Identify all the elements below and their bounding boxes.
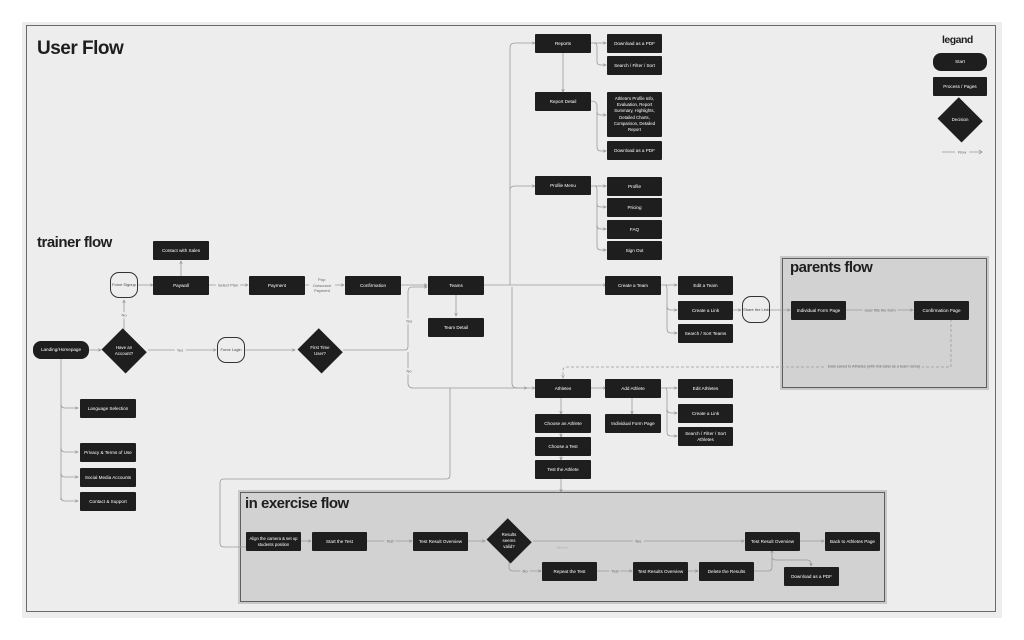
legend-title: legand: [942, 34, 973, 46]
node-results-valid[interactable]: Results seems valid?: [485, 517, 533, 564]
node-add-athlete[interactable]: Add Athlete: [605, 379, 661, 398]
node-paywall[interactable]: Paywall: [153, 276, 209, 295]
label-test-2: Test: [609, 568, 621, 574]
node-create-team[interactable]: Create a Team: [605, 276, 661, 295]
node-align-camera[interactable]: Align the camera & set up students posit…: [246, 532, 301, 551]
node-profile-menu[interactable]: Profile Menu: [535, 176, 591, 195]
node-contact-sales[interactable]: Contact with Sales: [153, 241, 209, 260]
node-language[interactable]: Language Selection: [80, 399, 136, 418]
label-add-text: Add text: [556, 545, 568, 550]
label-valid-no: No: [520, 568, 530, 574]
node-first-time[interactable]: First Time User?: [296, 327, 344, 374]
label-test-1: Test: [384, 538, 396, 544]
node-edit-athletes[interactable]: Edit Athletes: [678, 379, 733, 398]
node-have-account[interactable]: Have an Account?: [100, 327, 148, 374]
node-contact-support[interactable]: Contact & Support: [80, 492, 136, 511]
main-title: User Flow: [37, 38, 124, 59]
node-report-detail-info[interactable]: Athlete's Profile Info, Evaluation, Repo…: [607, 92, 662, 137]
node-teams[interactable]: Teams: [428, 276, 484, 295]
label-no-account: No: [119, 312, 129, 318]
label-yes-account: Yes: [174, 347, 186, 353]
node-test-overview-2[interactable]: Test Results Overview: [633, 562, 688, 581]
node-athletes[interactable]: Athletes: [535, 379, 591, 398]
node-force-signup[interactable]: Force Signup: [110, 272, 138, 298]
node-landing[interactable]: Landing/Homepage: [33, 341, 89, 359]
node-reports-pdf[interactable]: Download as a PDF: [607, 34, 662, 53]
legend-start: Start: [933, 53, 987, 71]
legend-process: Process / Pages: [933, 77, 987, 96]
node-choose-athlete[interactable]: Choose an Athlete: [535, 414, 591, 433]
label-valid-yes: Yes: [632, 538, 644, 544]
node-athlete-form[interactable]: Individual Form Page: [605, 414, 661, 433]
node-profile[interactable]: Profile: [607, 177, 662, 196]
node-force-login[interactable]: Force Login: [217, 337, 245, 363]
label-first-no: No: [404, 368, 414, 374]
node-test-overview-3[interactable]: Test Result Overview: [745, 532, 800, 551]
node-start-test[interactable]: Start the Test: [312, 532, 367, 551]
node-share-link[interactable]: Share the Link: [742, 296, 770, 323]
exercise-flow-title: in exercise flow: [245, 495, 349, 512]
node-search-athletes[interactable]: Search / Filter / Sort Athletes: [678, 427, 733, 446]
legend-decision: Decision: [936, 96, 984, 143]
label-first-yes: Yes: [403, 318, 415, 324]
node-reports[interactable]: Reports: [535, 34, 591, 53]
node-report-detail-pdf[interactable]: Download as a PDF: [607, 141, 662, 160]
node-delete-results[interactable]: Delete the Results: [699, 562, 754, 581]
node-sign-out[interactable]: Sign Out: [607, 241, 662, 260]
node-edit-team[interactable]: Edit a Team: [678, 276, 733, 295]
node-repeat-test[interactable]: Repeat the Test: [542, 562, 597, 581]
node-create-link-team[interactable]: Create a Link: [678, 301, 733, 320]
node-test-athlete[interactable]: Test the Athlete: [535, 460, 591, 479]
node-create-link-athletes[interactable]: Create a Link: [678, 404, 733, 423]
trainer-flow-title: trainer flow: [37, 234, 112, 251]
node-confirmation[interactable]: Confirmation: [345, 276, 401, 295]
label-pay: Pay: Outsource Payment: [309, 276, 335, 294]
label-data-saved: Data saved to Athletes (with link label …: [825, 364, 923, 370]
node-team-detail[interactable]: Team Detail: [428, 318, 484, 337]
node-test-overview-1[interactable]: Test Result Overview: [413, 532, 468, 551]
node-report-detail[interactable]: Report Detail: [535, 92, 591, 111]
node-parent-form[interactable]: Individual Form Page: [791, 301, 846, 320]
node-search-teams[interactable]: Search / Sort Teams: [678, 324, 733, 343]
node-reports-search[interactable]: Search / Filter / Sort: [607, 56, 662, 75]
node-social[interactable]: Social Media Accounts: [80, 468, 136, 487]
node-privacy[interactable]: Privacy & Terms of Use: [80, 443, 136, 462]
label-user-fills: User fills the form: [862, 307, 898, 313]
node-choose-test[interactable]: Choose a Test: [535, 437, 591, 456]
legend-flow-label: Flow: [957, 149, 967, 155]
node-back-athletes[interactable]: Back to Athletes Page: [825, 532, 880, 551]
parents-flow-title: parents flow: [790, 259, 873, 276]
node-exercise-pdf[interactable]: Download as a PDF: [784, 567, 839, 586]
node-parent-confirm[interactable]: Confirmation Page: [914, 301, 969, 320]
diagram-frame: [26, 25, 996, 612]
node-pricing[interactable]: Pricing: [607, 198, 662, 217]
label-select-plan: Select Plan: [215, 282, 241, 288]
node-faq[interactable]: FAQ: [607, 220, 662, 239]
node-payment[interactable]: Payment: [249, 276, 305, 295]
